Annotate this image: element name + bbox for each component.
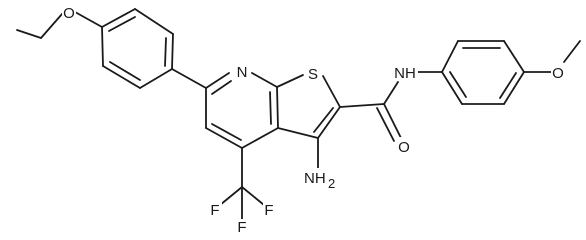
- bond-pyr-c7a-c3a-inner: [269, 91, 272, 125]
- bond-carbonyl-o: [383, 103, 402, 139]
- bond-pyr-c4-c5: [205, 127, 243, 149]
- atom-o-methoxy: O: [552, 65, 564, 82]
- atom-f-right: F: [264, 202, 273, 219]
- atom-nh-amide: NH: [394, 65, 416, 82]
- bond-thio-c2-c3: [317, 106, 341, 139]
- bond-phenyl2-c: [503, 40, 525, 73]
- atom-nh2-subscript: 2: [328, 176, 335, 191]
- atom-s-thiophene: S: [308, 66, 318, 83]
- bond-phenyl-pyridine: [171, 68, 207, 89]
- atom-bg: [210, 202, 222, 218]
- bond-phenyl1-inner-3: [109, 61, 141, 81]
- atom-labels: O N S NH O O NH 2 F F F: [62, 3, 566, 236]
- atom-bg: [551, 63, 566, 81]
- bond-phenyl2-inner-2: [499, 72, 517, 99]
- bond-phenyl2-inner-3: [449, 71, 467, 98]
- bond-phenyl1-b: [134, 8, 174, 35]
- bond-phenyl1-a: [101, 8, 136, 28]
- atom-f-left: F: [210, 202, 219, 219]
- bond-ethyl-ch2-o: [40, 13, 63, 39]
- atom-bg: [62, 3, 76, 21]
- bond-cf3-f-right: [241, 186, 265, 206]
- bond-pyr-c6-n: [205, 72, 230, 89]
- atom-bg: [305, 64, 321, 82]
- bond-thio-c3-c3a: [277, 127, 319, 139]
- atom-bg: [303, 168, 337, 188]
- bond-o-ch3-methoxy: [563, 40, 581, 63]
- atom-o-carbonyl: O: [398, 139, 410, 156]
- bond-thio-s-c2: [322, 75, 341, 108]
- atom-f-bottom: F: [237, 219, 246, 236]
- atom-bg: [397, 137, 412, 155]
- atom-o-ethoxy: O: [63, 5, 75, 22]
- bond-pyr-c4-c5-inner: [211, 123, 242, 141]
- bond-pyr-c3a-c4: [241, 127, 279, 149]
- bond-phenyl1-inner-1: [108, 16, 136, 32]
- bond-pyr-c7a-c3a: [276, 86, 279, 129]
- bond-phenyl1-d: [139, 68, 173, 89]
- bond-phenyl1-e: [102, 65, 141, 89]
- bond-phenyl2-d: [503, 71, 525, 105]
- bond-ethoxy-o-ring: [74, 11, 103, 28]
- bond-pyr-n-c7a: [251, 72, 278, 88]
- bond-ethyl-ch3-ch2: [16, 29, 42, 39]
- atom-bg: [392, 63, 418, 81]
- bond-carbonyl-o-double: [376, 107, 395, 142]
- bond-phenyl2-a: [441, 40, 459, 73]
- atom-nh2: NH: [304, 170, 326, 187]
- atom-bg: [263, 202, 275, 218]
- bond-carbonyl-nh: [383, 81, 399, 105]
- bond-phenyl1-f: [101, 26, 104, 67]
- bond-phenyl1-inner-2: [164, 37, 167, 67]
- bond-phenyl2-f: [441, 71, 463, 105]
- atom-bg: [233, 62, 251, 80]
- bond-phenyl1-c: [171, 33, 174, 70]
- bond-cf3-f-left: [219, 186, 243, 206]
- bond-pyr-c6-n-inner: [211, 80, 232, 95]
- atom-bg: [236, 219, 248, 235]
- bond-thio-c2-c3-inner: [313, 107, 334, 133]
- bond-c2-carbonyl: [339, 103, 385, 108]
- atom-n-pyridine: N: [237, 64, 248, 81]
- bond-network: [16, 8, 581, 222]
- bond-thio-c7a-s: [276, 74, 304, 88]
